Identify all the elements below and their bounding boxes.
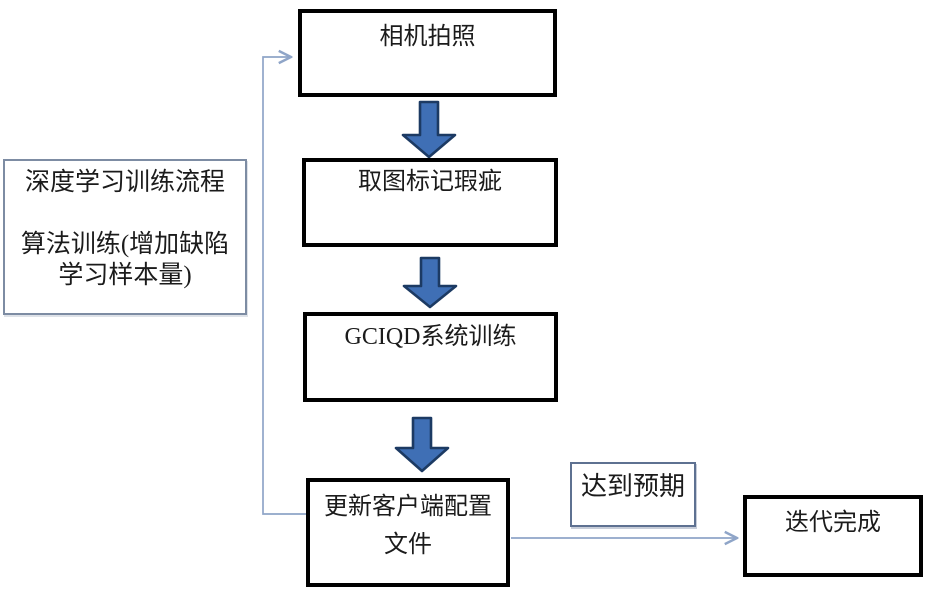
flow-node-camera-label: 相机拍照 xyxy=(379,24,476,50)
down-block-arrow-2 xyxy=(402,256,458,309)
feedback-connector xyxy=(262,57,306,515)
side-note-body-line2: 学习样本量) xyxy=(58,262,192,289)
flow-node-system-training: GCIQD系统训练 xyxy=(303,312,558,402)
flow-node-mark-defects: 取图标记瑕疵 xyxy=(302,158,558,247)
side-note-body-line1: 算法训练(增加缺陷 xyxy=(20,231,230,258)
flow-node-update-config-line1: 更新客户端配置 xyxy=(324,494,492,520)
edge-label-expectation-text: 达到预期 xyxy=(580,472,685,501)
edge-label-expectation: 达到预期 xyxy=(570,462,696,527)
flow-node-camera: 相机拍照 xyxy=(298,9,557,97)
side-note-spacer xyxy=(5,198,245,229)
down-block-arrow-3 xyxy=(394,416,450,473)
flow-node-system-training-label: GCIQD系统训练 xyxy=(344,324,517,350)
flow-node-update-config: 更新客户端配置 文件 xyxy=(306,478,510,587)
side-note-box: 深度学习训练流程 算法训练(增加缺陷 学习样本量) xyxy=(3,159,247,315)
flow-node-iteration-done: 迭代完成 xyxy=(743,495,923,577)
side-note-title: 深度学习训练流程 xyxy=(24,169,225,196)
down-block-arrow-1 xyxy=(401,100,457,159)
flow-node-iteration-done-label: 迭代完成 xyxy=(785,510,881,536)
flow-node-mark-defects-label: 取图标记瑕疵 xyxy=(358,169,502,195)
flow-node-update-config-line2: 文件 xyxy=(384,532,432,558)
